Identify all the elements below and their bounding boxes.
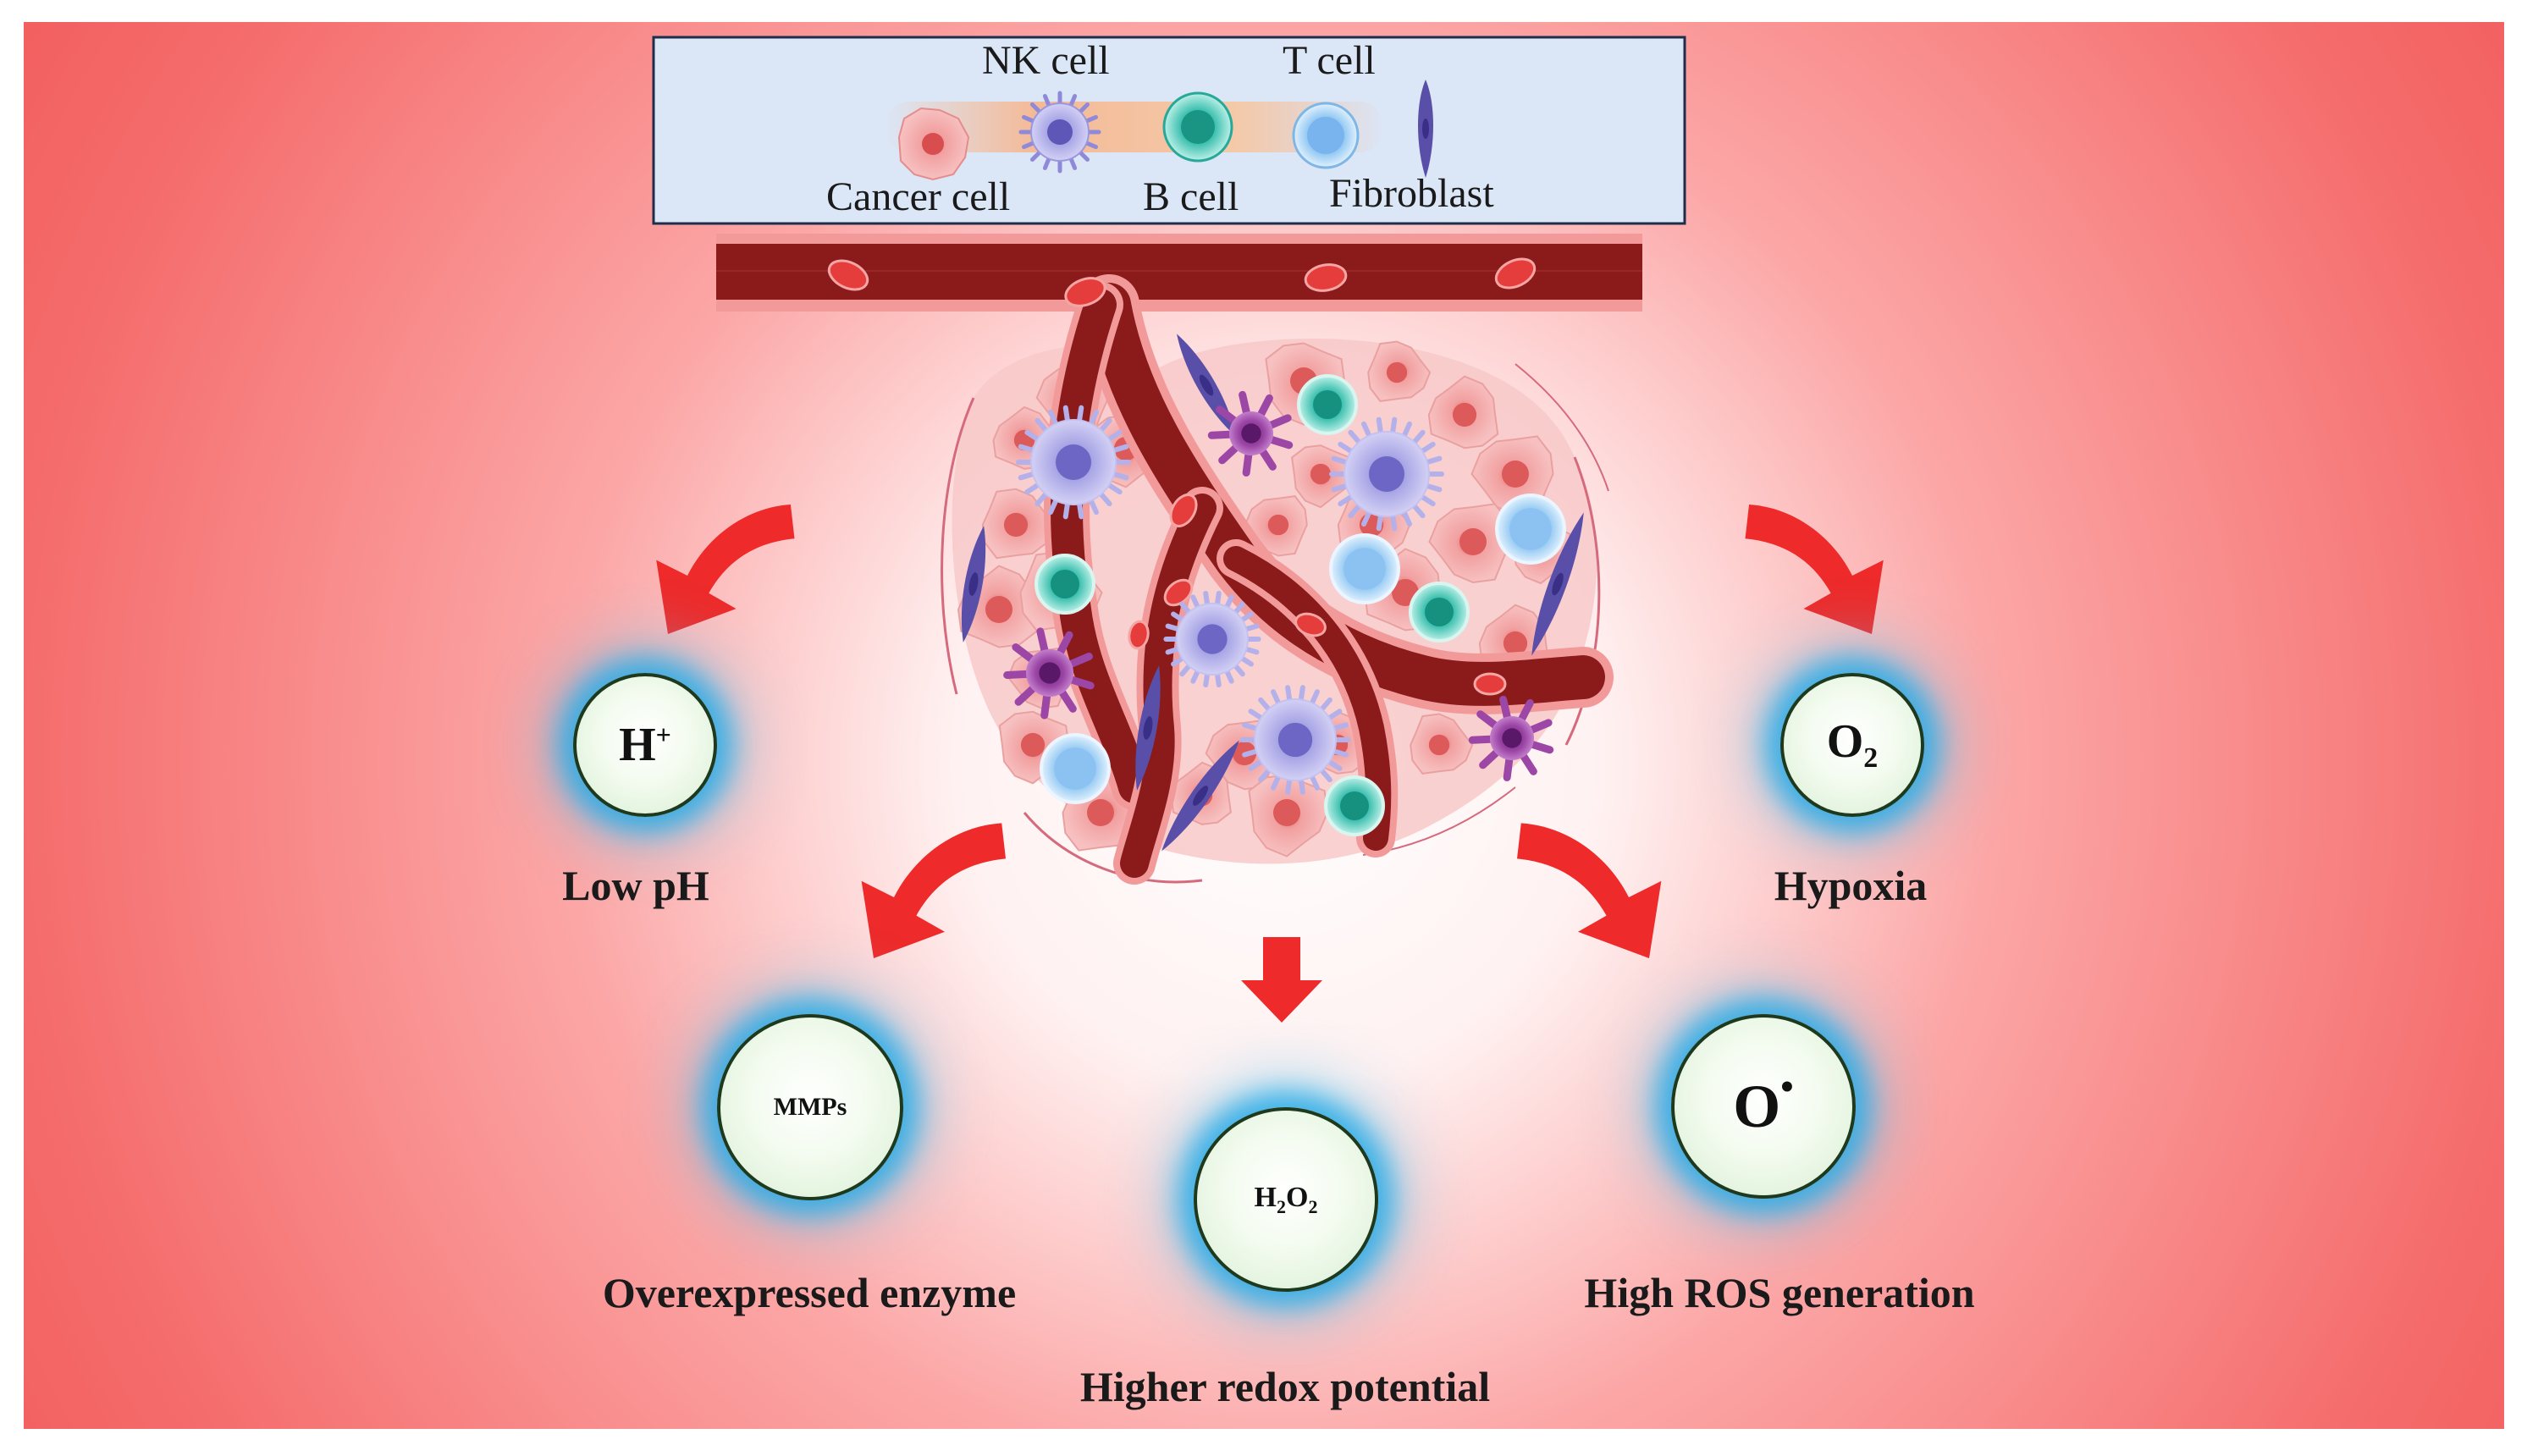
t-cell [1329,533,1400,604]
redox-circle: H2O2 [1194,1107,1378,1292]
cancer-cell [1427,375,1499,449]
oxygen-subscript: 2 [1863,742,1879,775]
arrow-enzyme [861,823,1006,958]
legend-box [652,36,1686,225]
fibroblast [1531,512,1584,656]
b-cell [1324,775,1385,836]
legend-t-cell-icon [1292,102,1360,169]
caption-overexpressed-enzyme: Overexpressed enzyme [602,1269,1017,1316]
fibroblast [961,526,986,643]
arrow-low-ph [656,505,795,634]
cancer-cell [1367,340,1432,402]
legend-label-b-cell: B cell [1143,174,1239,219]
dendritic-cell [1468,695,1554,781]
legend-label-nk-cell: NK cell [982,38,1110,83]
charge-superscript: + [655,719,671,750]
b-cell [1035,554,1095,615]
nk-cell [1016,405,1131,520]
arrow-ros [1517,823,1662,958]
enzyme-circle: MMPs [717,1014,903,1200]
mmps-label: MMPs [773,1093,847,1121]
fibroblast [1161,740,1239,852]
nk-cell [1163,590,1261,688]
dendritic-cell [1207,390,1294,477]
t-cell [1495,494,1566,565]
red-blood-cells [827,257,1537,696]
legend-cancer-cell-icon [897,107,970,181]
blood-vessel-main [716,234,1642,312]
hydrogen-symbol: H [619,719,656,771]
cancer-cell [1248,774,1329,858]
b-cell [1409,582,1470,643]
legend-label-fibroblast: Fibroblast [1329,171,1494,216]
cancer-cell [1410,713,1474,775]
arrows [656,505,1884,1023]
arrow-redox [1241,937,1322,1023]
legend-fibroblast-icon [1418,80,1433,178]
h2o2-sub-a: 2 [1277,1195,1286,1217]
immune-cells [961,334,1584,852]
legend-label-t-cell: T cell [1283,38,1376,83]
h2o2-o: O [1286,1181,1309,1213]
caption-hypoxia: Hypoxia [1774,862,1928,909]
oxygen-symbol: O [1826,715,1864,769]
hypoxia-circle: O2 [1780,673,1924,817]
caption-low-ph: Low pH [562,862,709,909]
cancer-cell [981,488,1056,560]
b-cell [1297,374,1358,435]
caption-higher-redox: Higher redox potential [1079,1363,1491,1410]
fibroblast [1135,665,1161,791]
nk-cell [1239,685,1351,795]
ros-symbol: O [1733,1072,1781,1140]
low-ph-circle: H+ [573,673,717,817]
radical-dot: • [1780,1065,1794,1107]
caption-high-ros: High ROS generation [1584,1269,1975,1316]
nk-cell [1329,416,1444,532]
ros-circle: O• [1671,1014,1856,1199]
cancer-cell [1428,503,1512,584]
arrow-hypoxia [1745,505,1884,634]
h2o2-h: H [1254,1181,1277,1213]
t-cell [1040,733,1111,804]
dendritic-cell [1003,627,1095,720]
legend-nk-cell-icon [1018,91,1101,174]
h2o2-sub-b: 2 [1308,1195,1318,1217]
legend-b-cell-icon [1162,91,1233,163]
legend-label-cancer-cell: Cancer cell [826,174,1011,219]
